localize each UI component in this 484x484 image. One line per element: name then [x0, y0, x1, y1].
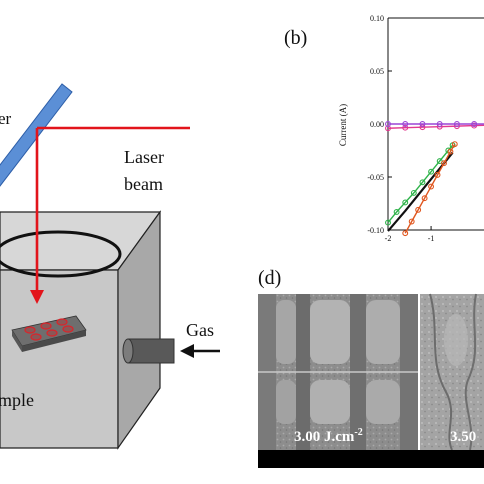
- chart-data-point: [421, 195, 428, 202]
- chart-data-point: [410, 189, 417, 196]
- chart-data-point: [415, 206, 422, 213]
- chart-series-line: [387, 144, 454, 224]
- chart-data-point: [385, 125, 391, 132]
- chart-series-line: [404, 143, 456, 234]
- chart-y-tick-label: 0.00: [370, 120, 384, 129]
- chart-x-tick-label: -1: [428, 234, 435, 243]
- gas-label: Gas: [186, 320, 214, 340]
- chart-data-point: [436, 121, 443, 127]
- sem-pillar: [366, 380, 400, 424]
- chart-data-point: [428, 183, 435, 190]
- sem-pillar: [276, 300, 296, 364]
- chart-data-point: [419, 179, 426, 186]
- sem-grain-boundary: [429, 293, 453, 451]
- sem-pillar: [366, 300, 400, 364]
- chart-x-tick-label: -2: [385, 234, 392, 243]
- chart-data-point: [402, 199, 409, 206]
- sem-image-2: [420, 293, 484, 451]
- chamber-front-face: [0, 269, 119, 449]
- gas-inlet-tube: [127, 338, 175, 364]
- chart-data-point: [419, 121, 426, 127]
- sample-plate-front: [12, 330, 22, 352]
- sample-plate-side: [22, 330, 86, 352]
- sample-spots: [24, 318, 74, 341]
- chart-data-point: [434, 171, 441, 178]
- chart-data-point: [385, 121, 391, 127]
- sample-spot: [24, 326, 36, 334]
- fluence-label-1-value: 3.00 J.cm: [294, 429, 355, 445]
- laser-arrowhead: [30, 290, 44, 304]
- chart-y-tick-label: 0.05: [370, 67, 384, 76]
- chart-y-tick-label: 0.10: [370, 14, 384, 23]
- gas-inlet-tube-end: [122, 338, 134, 364]
- chart-data-point: [393, 209, 400, 215]
- chamber-window: [0, 230, 122, 278]
- chart-data-point: [447, 148, 454, 155]
- laser-beam-label-line2: beam: [124, 174, 163, 194]
- sample-label: mple: [0, 390, 34, 410]
- sem-info-bar: [258, 450, 484, 468]
- chart-y-tick-label: -0.10: [367, 226, 384, 235]
- chart-data-point: [441, 160, 447, 167]
- chart-data-point: [428, 168, 435, 175]
- chart-data-point: [402, 121, 409, 127]
- chart-data-point: [453, 121, 460, 127]
- panel-a-schematic: er Laser beam mple Gas: [0, 83, 220, 450]
- panel-d-sem: (d) 3.00 J.cm-2 3.50: [258, 267, 484, 468]
- sample-spot: [46, 329, 58, 337]
- sem-image-1: [258, 294, 418, 450]
- chamber-side-face: [117, 210, 161, 450]
- sample-spot: [62, 325, 74, 333]
- chart-data-point: [451, 141, 458, 148]
- sample-spot: [30, 333, 42, 341]
- laser-beam-label-line1: Laser: [124, 147, 164, 167]
- panel-b-chart: (b) Current (A) 0.10 0.05 0.00 -0.05 -0.10-2…: [284, 14, 484, 243]
- sem-grain: [444, 314, 468, 366]
- chart-data-point: [419, 124, 426, 131]
- chart-y-axis-label: Current (A): [338, 104, 348, 146]
- chart-data-point: [402, 124, 409, 131]
- chart-plot-area: 0.10 0.05 0.00 -0.05 -0.10-2 -1: [367, 14, 484, 243]
- sem-pillar: [276, 380, 296, 424]
- gas-arrow-head: [180, 344, 194, 358]
- fluence-label-1-superscript: -2: [354, 427, 362, 438]
- sample-spot: [40, 322, 52, 330]
- mirror-label: er: [0, 109, 12, 128]
- fluence-label-2: 3.50: [450, 429, 476, 445]
- sem-pillar: [310, 300, 350, 364]
- chart-y-tick-label: -0.05: [367, 173, 384, 182]
- sem-pillar: [310, 380, 350, 424]
- chart-data-point: [471, 121, 478, 127]
- fluence-label-1: 3.00 J.cm-2: [294, 427, 363, 445]
- panel-d-label: (d): [258, 267, 281, 289]
- sem-grain-boundary: [464, 293, 477, 451]
- sample-spot: [56, 318, 68, 326]
- chart-data-point: [402, 230, 409, 237]
- chart-data-point: [385, 219, 391, 226]
- chart-data-point: [408, 218, 415, 225]
- panel-b-label: (b): [284, 27, 307, 49]
